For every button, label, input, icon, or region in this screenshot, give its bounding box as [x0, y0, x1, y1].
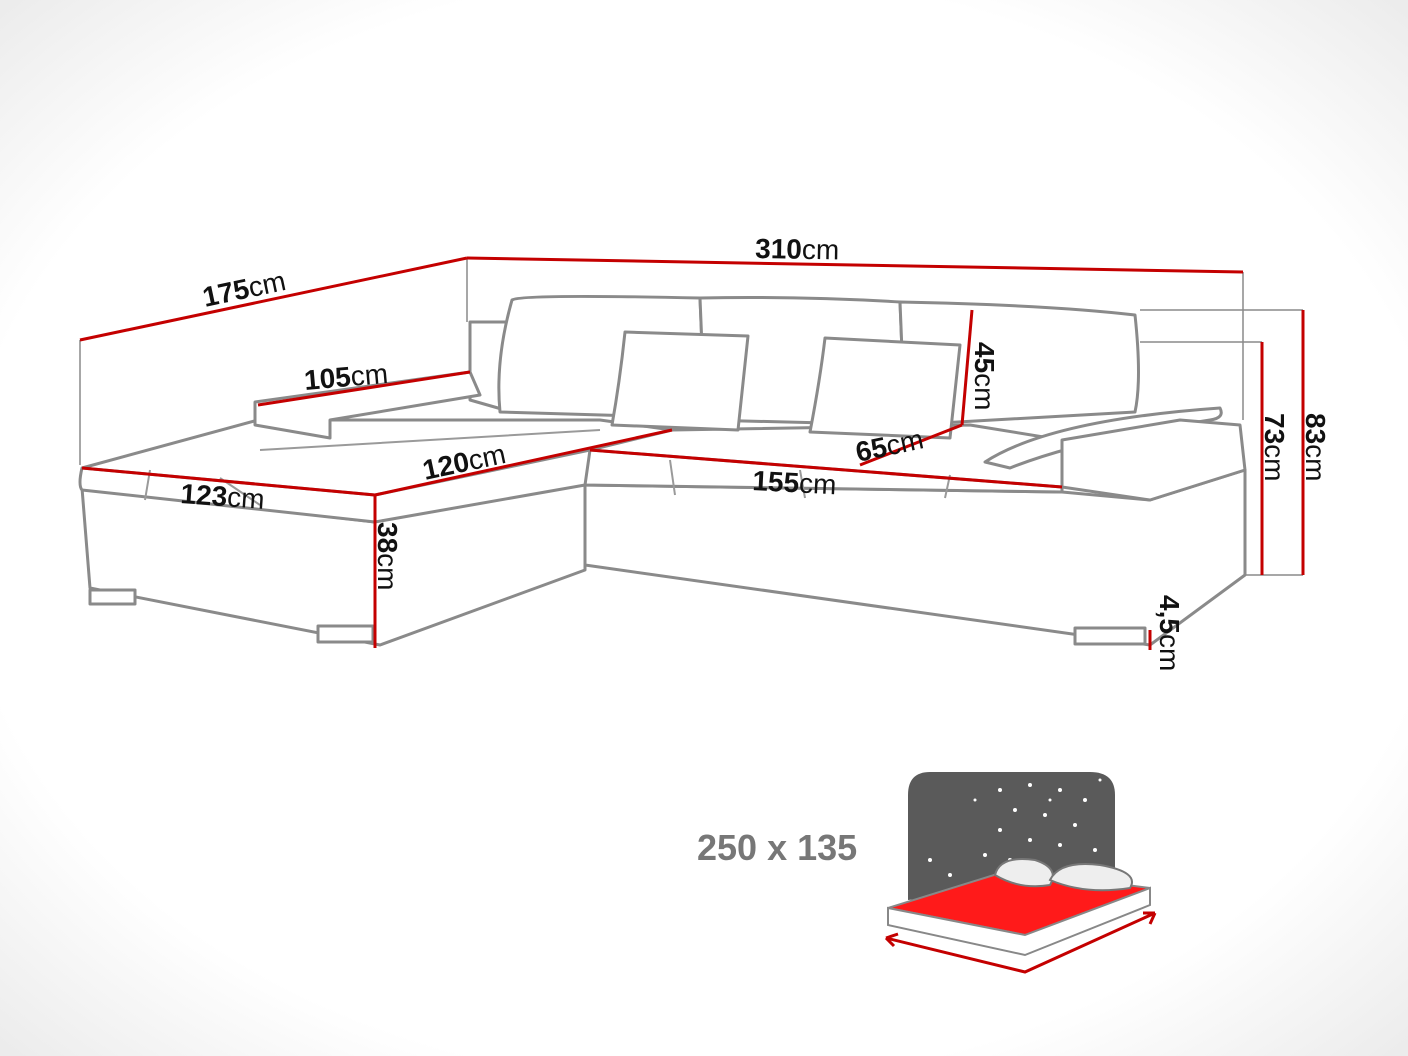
leg — [316, 624, 375, 644]
leg — [1073, 626, 1147, 646]
label-65: 65cm — [853, 423, 926, 468]
pillow — [808, 336, 962, 440]
dimension-lines — [79, 256, 1305, 650]
label-73: 73cm — [1259, 413, 1290, 481]
label-123: 123cm — [180, 478, 266, 515]
extension-lines — [79, 258, 1303, 576]
dimension-line-105 — [257, 370, 471, 407]
dimension-line-123 — [81, 466, 376, 497]
sleeping-area-size: 250 x 135 — [697, 827, 857, 868]
label-38: 38cm — [372, 522, 403, 590]
dimension-line-45 — [960, 309, 974, 426]
dimension-line-175 — [79, 256, 468, 342]
dimension-line-120 — [374, 428, 673, 497]
leg — [88, 588, 137, 606]
label-45: 45cm — [969, 342, 1000, 410]
label-105: 105cm — [303, 358, 389, 396]
sofa-drawing — [78, 294, 1247, 647]
size-arrows — [885, 911, 1156, 974]
dimension-line-65 — [859, 423, 963, 467]
stars — [928, 778, 1102, 877]
dimension-labels: 175cm 310cm 105cm 45cm 73cm 83cm 120cm 6… — [180, 233, 1331, 671]
seat-seam — [144, 429, 951, 506]
label-4-5: 4,5cm — [1154, 595, 1185, 671]
pillow-icon — [993, 858, 1054, 888]
pillow — [610, 330, 750, 432]
dimension-line-155 — [589, 448, 1063, 489]
label-83: 83cm — [1300, 413, 1331, 481]
label-310: 310cm — [755, 233, 840, 265]
main-base — [583, 468, 1247, 647]
dimension-line-310 — [466, 256, 1244, 274]
label-155: 155cm — [752, 465, 838, 500]
pillow-icon — [1048, 863, 1133, 892]
bed-night-icon — [884, 772, 1157, 974]
back-cushion — [898, 300, 1140, 427]
